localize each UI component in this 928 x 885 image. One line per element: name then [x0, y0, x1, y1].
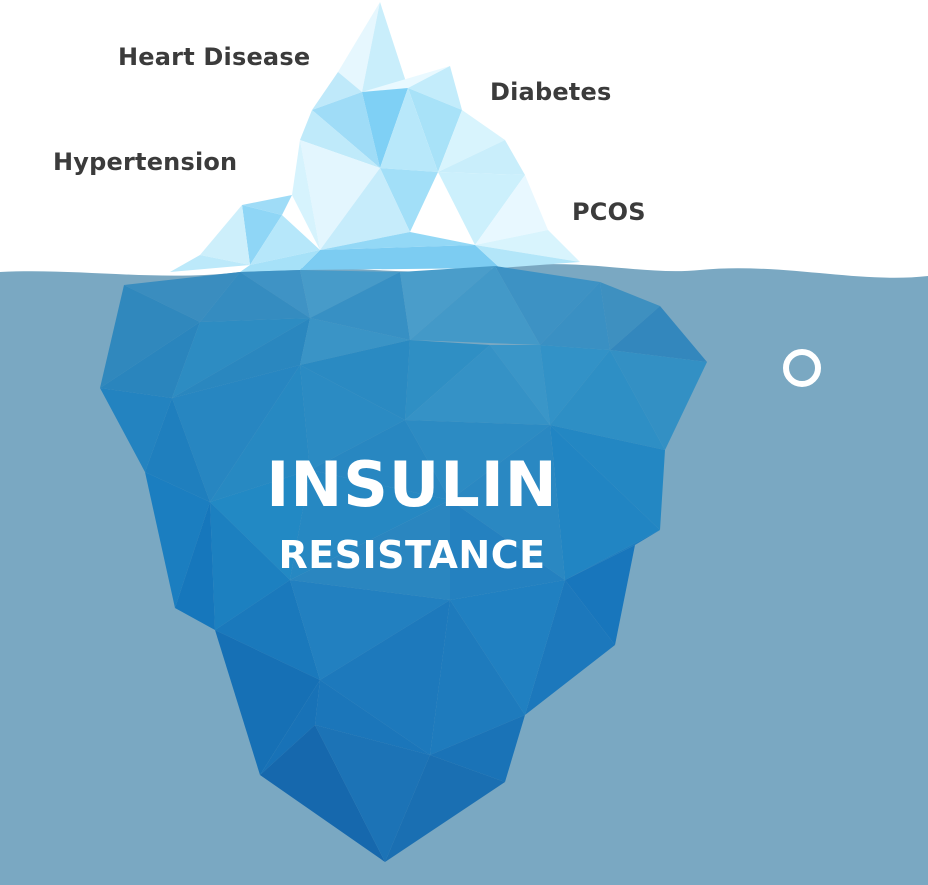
- iceberg-tip: [170, 2, 580, 272]
- label-hypertension: Hypertension: [53, 148, 238, 176]
- main-title-line1: INSULIN: [266, 448, 558, 521]
- main-title-line2: RESISTANCE: [278, 533, 546, 577]
- label-pcos: PCOS: [572, 198, 646, 226]
- label-heart-disease: Heart Disease: [118, 43, 311, 71]
- iceberg-submerged: [100, 266, 707, 862]
- bubble-icon: [783, 349, 821, 387]
- label-diabetes: Diabetes: [490, 78, 612, 106]
